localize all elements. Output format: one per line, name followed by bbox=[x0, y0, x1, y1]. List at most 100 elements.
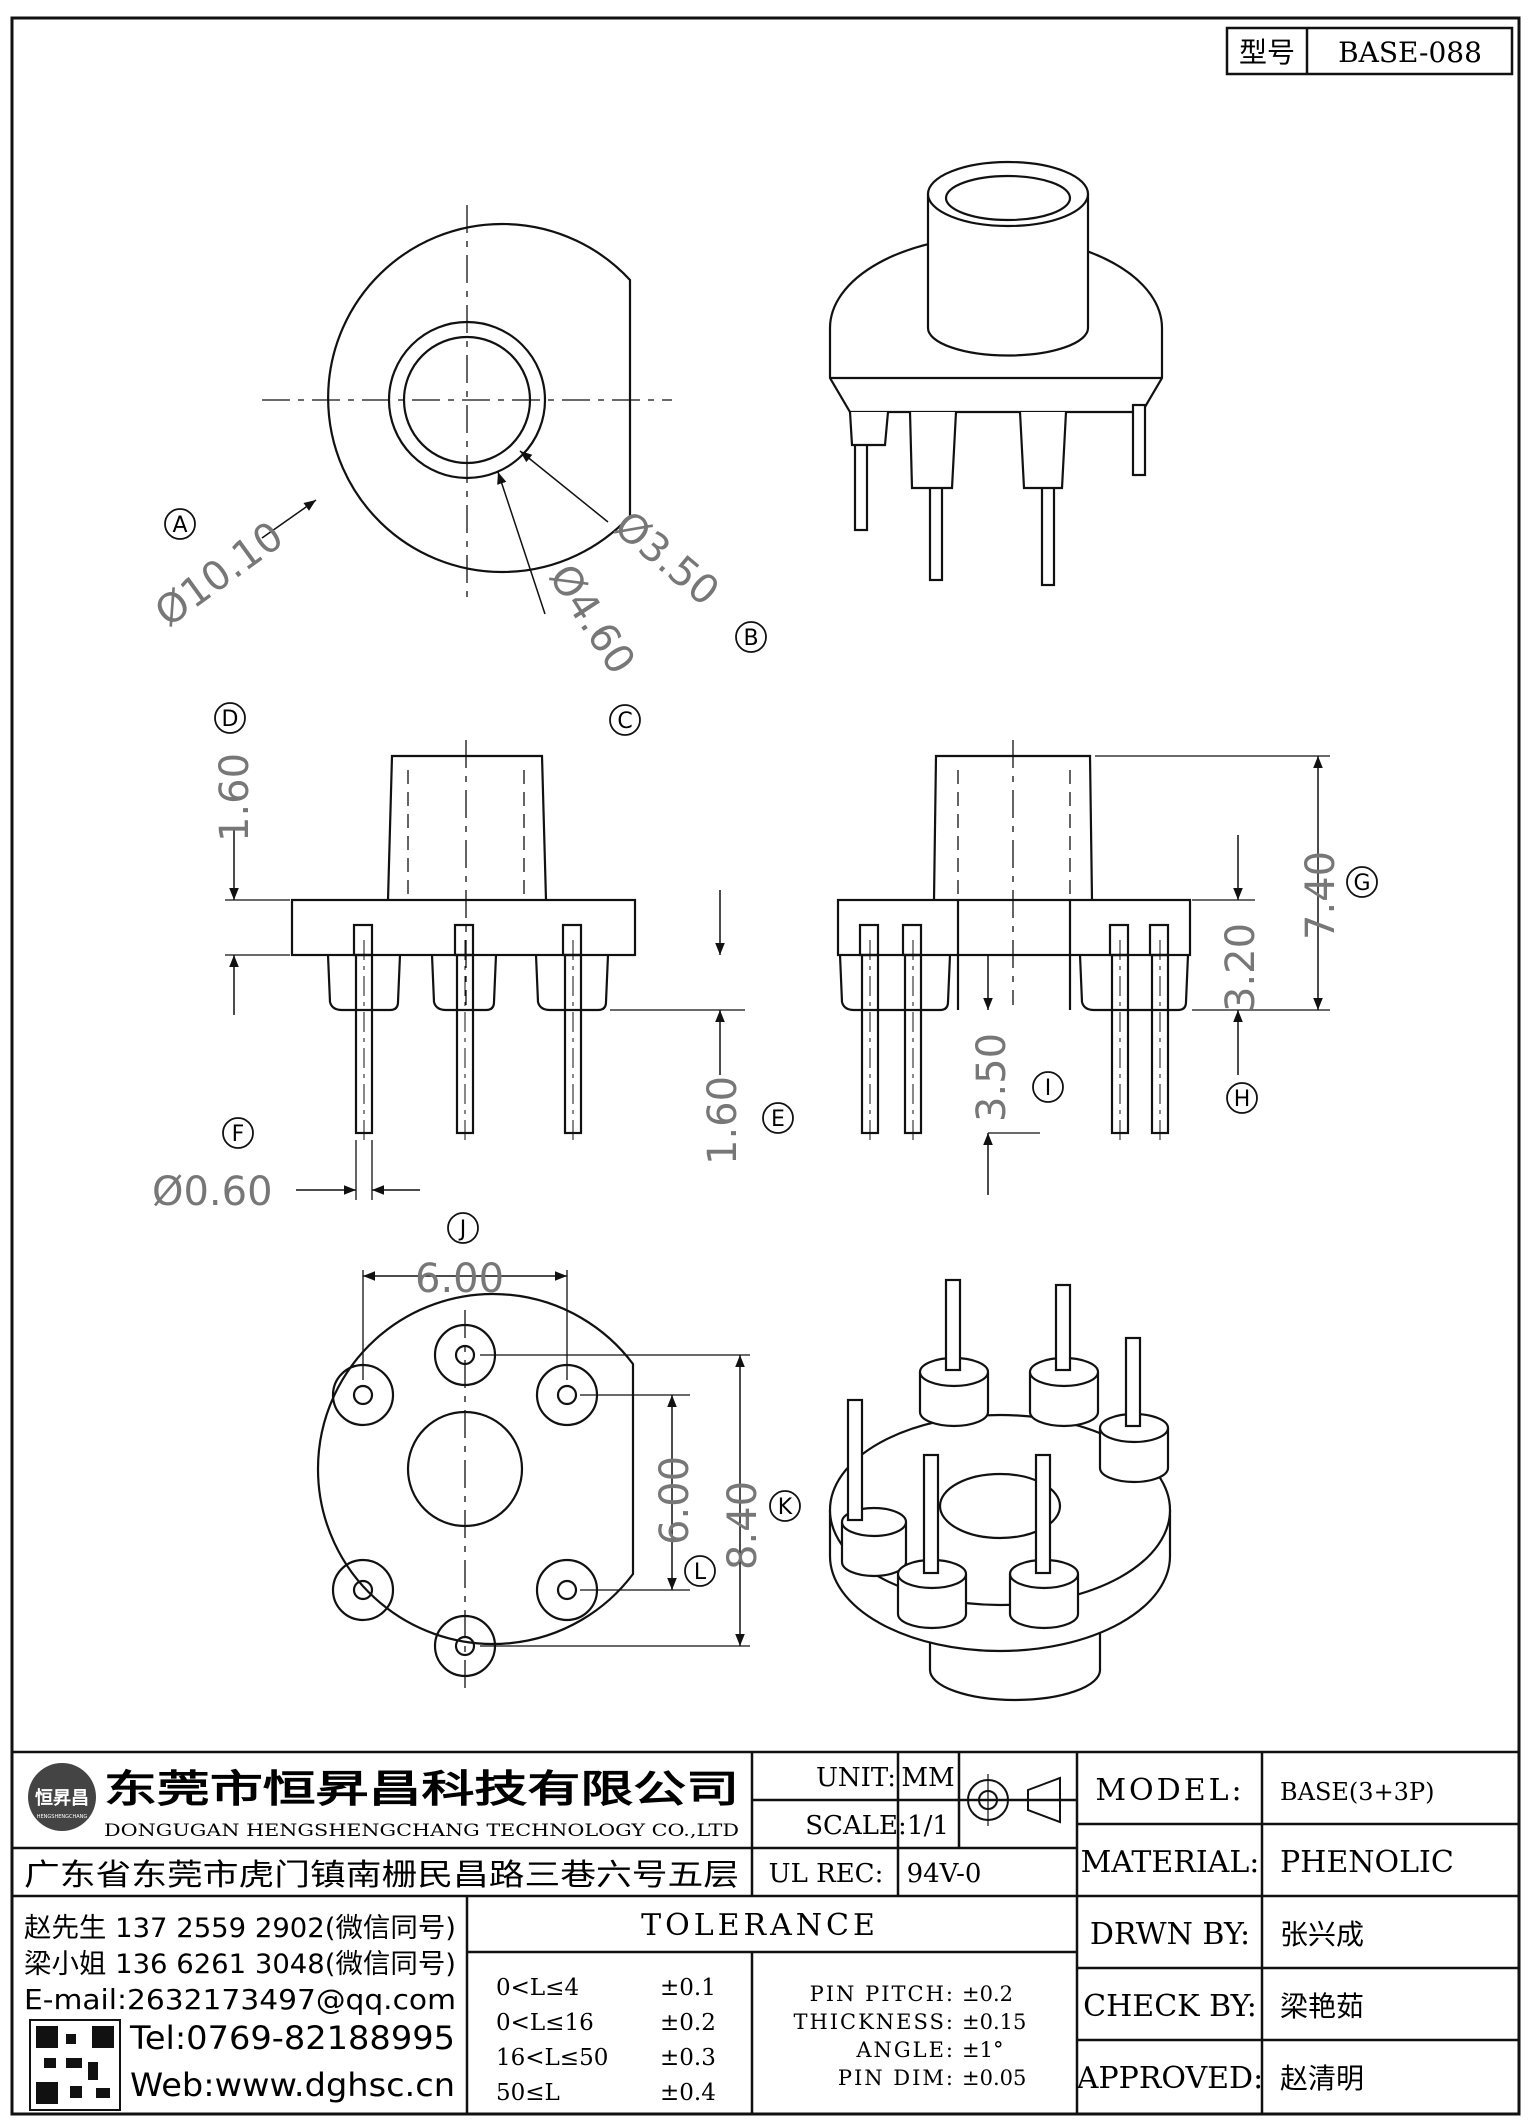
iso-bottom-pins bbox=[840, 1278, 1170, 1630]
part-number-value: BASE-088 bbox=[1338, 36, 1482, 69]
leader-C bbox=[497, 471, 546, 615]
tag-H: H bbox=[1234, 1087, 1251, 1112]
dim-L: L 6.00 bbox=[652, 1456, 716, 1587]
tol-extra-value-3: ±1° bbox=[962, 2038, 1003, 2062]
qr-code-icon bbox=[29, 2019, 121, 2111]
dim-D-value: 1.60 bbox=[212, 753, 258, 842]
dim-K: K 8.40 bbox=[720, 1481, 801, 1570]
contact-tel: Tel:0769-82188995 bbox=[129, 2019, 455, 2057]
tol-range-4: 50≤L bbox=[496, 2080, 560, 2106]
dim-J: J 6.00 bbox=[415, 1212, 504, 1302]
ulrec-value: 94V-0 bbox=[907, 1859, 982, 1889]
part-number-label: 型号 bbox=[1239, 36, 1295, 69]
dim-I: I 3.50 bbox=[969, 1033, 1064, 1122]
drwn-label: DRWN BY: bbox=[1090, 1917, 1250, 1952]
tag-I: I bbox=[1045, 1076, 1052, 1101]
iso-view-top bbox=[828, 160, 1164, 587]
unit-label: UNIT: bbox=[816, 1763, 896, 1793]
tol-extra-value-4: ±0.05 bbox=[962, 2066, 1026, 2090]
tag-D: D bbox=[222, 707, 239, 732]
dim-E-value: 1.60 bbox=[700, 1076, 746, 1165]
dim-G: G 7.40 bbox=[1298, 851, 1378, 940]
tol-extra-label-3: ANGLE: bbox=[855, 2038, 955, 2062]
dim-B-value: Ø3.50 bbox=[606, 502, 728, 615]
company-name-cn: 东莞市恒昇昌科技有限公司 bbox=[104, 1767, 739, 1811]
dim-C-value: Ø4.60 bbox=[540, 556, 644, 682]
logo-subtext: HENGSHENGCHANG bbox=[37, 1814, 88, 1820]
part-number-box: 型号 BASE-088 bbox=[1225, 26, 1514, 76]
tol-value-4: ±0.4 bbox=[660, 2080, 716, 2106]
tag-F: F bbox=[232, 1122, 245, 1147]
check-value: 梁艳茹 bbox=[1280, 1990, 1364, 2023]
material-value: PHENOLIC bbox=[1280, 1845, 1454, 1880]
sheet-border bbox=[10, 16, 1521, 2116]
side-view bbox=[836, 740, 1330, 1195]
tolerance-title: TOLERANCE bbox=[641, 1908, 879, 1943]
dim-A-value: Ø10.10 bbox=[147, 513, 292, 636]
material-label: MATERIAL: bbox=[1081, 1845, 1260, 1880]
tol-value-2: ±0.2 bbox=[660, 2010, 716, 2036]
info-block: MODEL: BASE(3+3P) MATERIAL: PHENOLIC DRW… bbox=[1076, 1773, 1454, 2096]
tag-G: G bbox=[1353, 871, 1370, 896]
iso-view-bottom bbox=[828, 1278, 1172, 1702]
contact-email: E-mail:2632173497@qq.com bbox=[24, 1983, 456, 2016]
model-label: MODEL: bbox=[1095, 1773, 1244, 1808]
tol-value-1: ±0.1 bbox=[660, 1975, 716, 2001]
tol-extra-label-2: THICKNESS: bbox=[793, 2010, 955, 2034]
dim-I-value: 3.50 bbox=[969, 1033, 1015, 1122]
dim-D: D 1.60 bbox=[212, 702, 258, 842]
drwn-value: 张兴成 bbox=[1280, 1918, 1364, 1951]
tag-K: K bbox=[778, 1495, 793, 1520]
tolerance-rows: 0<L≤4 ±0.1 0<L≤16 ±0.2 16<L≤50 ±0.3 50≤L… bbox=[496, 1975, 716, 2106]
ulrec-label: UL REC: bbox=[769, 1859, 884, 1889]
bottom-view bbox=[316, 1270, 750, 1690]
front-view bbox=[225, 740, 745, 1200]
tag-C: C bbox=[617, 709, 632, 734]
tag-J: J bbox=[458, 1217, 467, 1242]
tol-value-3: ±0.3 bbox=[660, 2045, 716, 2071]
model-value: BASE(3+3P) bbox=[1280, 1778, 1434, 1806]
scale-label: SCALE: bbox=[805, 1811, 907, 1841]
tolerance-block: TOLERANCE 0<L≤4 ±0.1 0<L≤16 ±0.2 16<L≤50… bbox=[496, 1908, 1026, 2106]
company-logo bbox=[28, 1763, 96, 1831]
top-view-outline bbox=[327, 222, 632, 574]
projection-symbol-icon bbox=[960, 1774, 1061, 1826]
dim-F: F Ø0.60 bbox=[152, 1117, 273, 1215]
tol-extra-label-1: PIN PITCH: bbox=[810, 1982, 955, 2006]
dim-J-value: 6.00 bbox=[415, 1256, 504, 1302]
unit-value: MM bbox=[901, 1763, 954, 1793]
leader-A bbox=[261, 499, 317, 539]
tag-L: L bbox=[694, 1560, 707, 1585]
logo-text: 恒昇昌 bbox=[35, 1787, 89, 1809]
tol-extra-value-2: ±0.15 bbox=[962, 2010, 1026, 2034]
specs-block: UNIT: MM SCALE: 1/1 UL REC: 94V-0 bbox=[769, 1763, 982, 1889]
scale-value: 1/1 bbox=[907, 1811, 949, 1841]
leader-B bbox=[519, 450, 609, 523]
contact-line-2: 梁小姐 136 6261 3048(微信同号) bbox=[24, 1949, 456, 1980]
tol-range-2: 0<L≤16 bbox=[496, 2010, 594, 2036]
tol-range-3: 16<L≤50 bbox=[496, 2045, 608, 2071]
contacts-block: 赵先生 137 2559 2902(微信同号) 梁小姐 136 6261 304… bbox=[24, 1913, 456, 2111]
dim-B: B Ø3.50 bbox=[606, 502, 767, 653]
dim-F-value: Ø0.60 bbox=[152, 1169, 273, 1215]
company-name-en: DONGUGAN HENGSHENGCHANG TECHNOLOGY CO.,L… bbox=[104, 1821, 739, 1841]
dim-K-value: 8.40 bbox=[720, 1481, 766, 1570]
top-view bbox=[261, 205, 672, 615]
tag-B: B bbox=[743, 626, 758, 651]
tol-extra-label-4: PIN DIM: bbox=[838, 2066, 955, 2090]
tol-range-1: 0<L≤4 bbox=[496, 1975, 579, 2001]
contact-web: Web:www.dghsc.cn bbox=[130, 2066, 455, 2104]
tag-E: E bbox=[771, 1107, 785, 1132]
dim-E: E 1.60 bbox=[700, 1076, 794, 1165]
check-label: CHECK BY: bbox=[1083, 1989, 1257, 2024]
company-address: 广东省东莞市虎门镇南栅民昌路三巷六号五层 bbox=[24, 1858, 739, 1893]
approved-value: 赵清明 bbox=[1280, 2062, 1364, 2095]
title-block bbox=[12, 1750, 1519, 2114]
contact-line-1: 赵先生 137 2559 2902(微信同号) bbox=[24, 1913, 456, 1944]
approved-label: APPROVED: bbox=[1076, 2061, 1263, 2096]
company-block: 恒昇昌 HENGSHENGCHANG 东莞市恒昇昌科技有限公司 DONGUGAN… bbox=[24, 1763, 739, 1893]
tolerance-extra: PIN PITCH: ±0.2 THICKNESS: ±0.15 ANGLE: … bbox=[793, 1982, 1026, 2090]
dim-C: C Ø4.60 bbox=[540, 556, 644, 736]
dim-H: H 3.20 bbox=[1218, 923, 1264, 1114]
